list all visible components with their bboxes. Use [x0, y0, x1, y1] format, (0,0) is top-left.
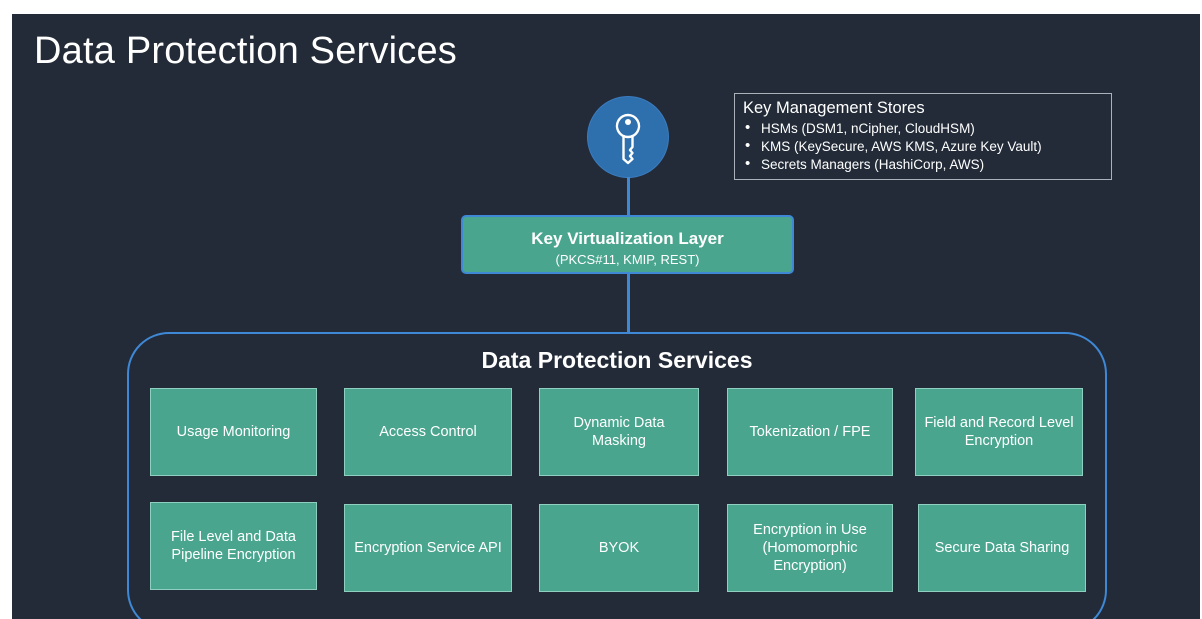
connector-line-bottom: [627, 274, 630, 332]
key-icon: [615, 113, 641, 165]
service-dynamic-data-masking: Dynamic Data Masking: [539, 388, 699, 476]
key-circle: [588, 97, 668, 177]
list-item: HSMs (DSM1, nCipher, CloudHSM): [743, 119, 1103, 138]
service-field-record-encryption: Field and Record Level Encryption: [915, 388, 1083, 476]
page-title: Data Protection Services: [34, 30, 457, 72]
service-file-level-pipeline-encryption: File Level and Data Pipeline Encryption: [150, 502, 317, 590]
key-virtualization-title: Key Virtualization Layer: [531, 229, 724, 248]
connector-line-top: [627, 177, 630, 215]
service-tokenization-fpe: Tokenization / FPE: [727, 388, 893, 476]
list-item: Secrets Managers (HashiCorp, AWS): [743, 155, 1103, 174]
data-protection-services-title: Data Protection Services: [481, 347, 753, 373]
key-management-title: Key Management Stores: [743, 99, 925, 117]
data-protection-services-frame: [127, 332, 1107, 619]
key-management-list: HSMs (DSM1, nCipher, CloudHSM) KMS (KeyS…: [743, 119, 1103, 174]
slide: Data Protection Services Key Virtualizat…: [12, 14, 1200, 619]
list-item: KMS (KeySecure, AWS KMS, Azure Key Vault…: [743, 137, 1103, 156]
service-byok: BYOK: [539, 504, 699, 592]
service-encryption-in-use: Encryption in Use (Homomorphic Encryptio…: [727, 504, 893, 592]
key-virtualization-subtitle: (PKCS#11, KMIP, REST): [555, 252, 700, 267]
key-virtualization-layer: Key Virtualization Layer (PKCS#11, KMIP,…: [461, 215, 794, 274]
service-secure-data-sharing: Secure Data Sharing: [918, 504, 1086, 592]
service-access-control: Access Control: [344, 388, 512, 476]
service-encryption-service-api: Encryption Service API: [344, 504, 512, 592]
key-management-stores-box: Key Management Stores HSMs (DSM1, nCiphe…: [734, 93, 1112, 180]
service-usage-monitoring: Usage Monitoring: [150, 388, 317, 476]
